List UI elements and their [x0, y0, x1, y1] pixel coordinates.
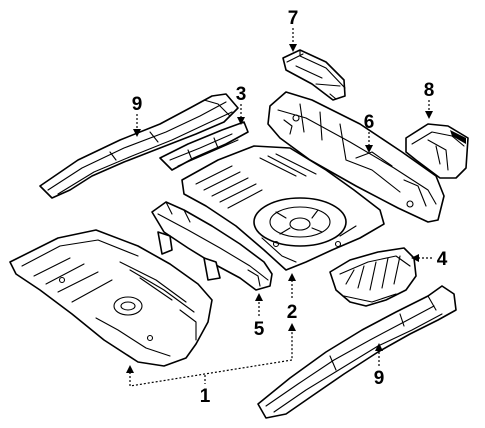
part-1-front-floor [9, 229, 213, 367]
callout-7: 7 [288, 8, 299, 29]
callout-4: 4 [437, 249, 448, 270]
part-2-center-floor [181, 145, 385, 271]
part-6-rear-panel [267, 91, 445, 223]
callout-2: 2 [287, 302, 298, 323]
part-5-crossmember [151, 201, 273, 291]
part-9-rail-upper [39, 93, 239, 199]
callout-6: 6 [364, 112, 375, 133]
callout-8: 8 [424, 80, 435, 101]
callout-5: 5 [254, 319, 265, 340]
callouts: 7 3 9 8 6 4 5 2 9 1 [132, 8, 448, 407]
part-8-bracket [405, 123, 469, 179]
leaders [126, 28, 433, 387]
callout-9-lower: 9 [374, 368, 385, 389]
part-3-bracket [159, 121, 249, 171]
callout-9-upper: 9 [132, 94, 143, 115]
part-4-pan [329, 247, 417, 307]
part-7-channel [282, 49, 346, 101]
callout-1: 1 [200, 386, 211, 407]
callout-3: 3 [236, 84, 247, 105]
part-9-rail-lower [257, 285, 457, 419]
